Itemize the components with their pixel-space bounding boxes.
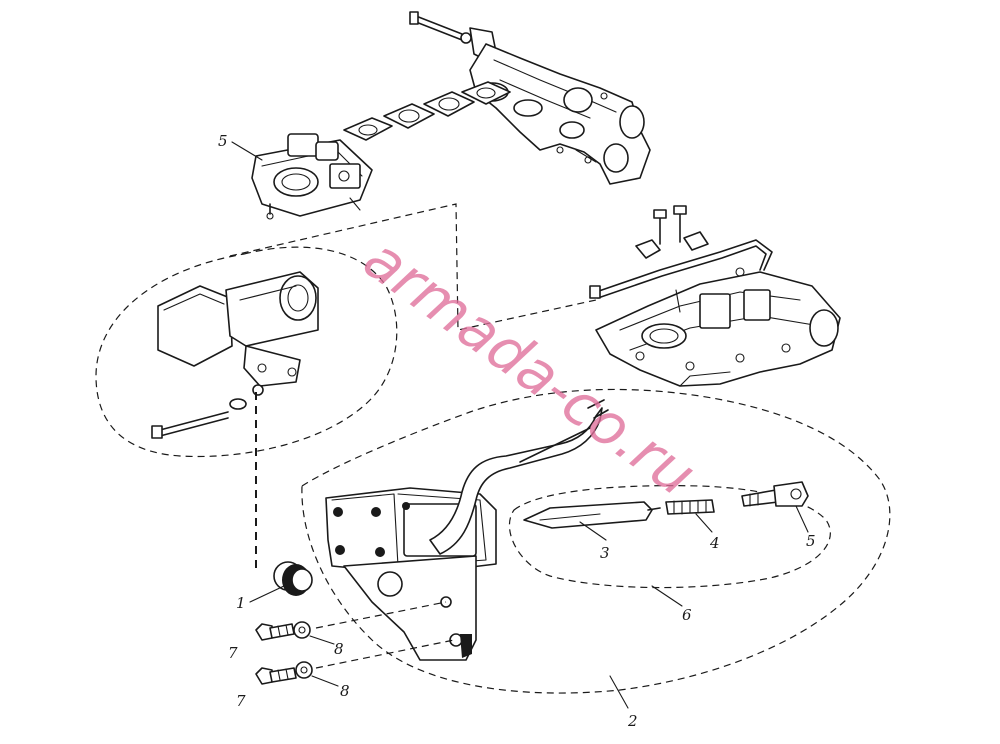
callout-1: 1 [236, 594, 246, 612]
callout-4: 4 [709, 534, 720, 552]
callout-7-top: 7 [228, 644, 238, 662]
intake-manifold [595, 271, 841, 387]
group-outline-bracket [301, 388, 891, 694]
washer-upper [293, 621, 311, 639]
threaded-stud [665, 499, 715, 515]
bolt-upper [255, 623, 295, 641]
vacuum-pipe [429, 399, 609, 555]
vacuum-hose [589, 205, 773, 313]
bolt-lower [255, 667, 297, 685]
callout-5-right: 5 [806, 532, 816, 550]
group-outline-subassembly [508, 485, 831, 589]
assembly-line-1 [315, 601, 447, 629]
rod-end [523, 501, 661, 529]
leader-lines [231, 141, 809, 709]
callout-7-bottom: 7 [236, 692, 246, 710]
egr-valve [157, 271, 319, 387]
callout-2: 2 [627, 712, 638, 730]
callout-6: 6 [682, 606, 692, 624]
egr-long-bolt [151, 384, 264, 439]
clevis-end [741, 481, 809, 507]
callout-8-bottom: 8 [340, 682, 350, 700]
rubber-grommet [273, 561, 313, 596]
callout-labels: 5 1 3 4 5 6 2 7 8 7 8 [218, 132, 816, 730]
throttle-body [251, 133, 373, 220]
washer-lower [295, 661, 313, 679]
manifold-gaskets [343, 81, 511, 141]
callout-8-top: 8 [334, 640, 344, 658]
callout-3: 3 [600, 544, 610, 562]
alignment-line-upper [229, 203, 597, 331]
callout-5-top: 5 [218, 132, 228, 150]
